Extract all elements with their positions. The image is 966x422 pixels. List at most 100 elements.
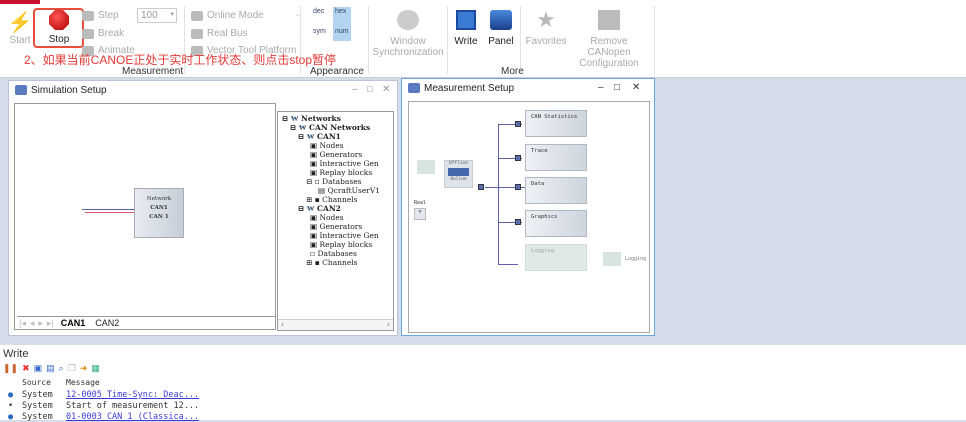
- maximize-button[interactable]: □: [367, 84, 374, 95]
- port: [515, 219, 521, 225]
- start-button[interactable]: ⚡ Start: [6, 10, 34, 46]
- sheet-tabs: |◂◂▸▸| CAN1 CAN2: [17, 316, 275, 329]
- break-button[interactable]: Break: [82, 28, 124, 39]
- first-icon[interactable]: |◂: [19, 317, 26, 328]
- next-icon[interactable]: ▸: [38, 317, 43, 328]
- window-sync-label: Window: [390, 36, 426, 47]
- sym-toggle[interactable]: sym: [313, 28, 326, 35]
- port: [515, 184, 521, 190]
- dec-toggle[interactable]: dec: [313, 8, 325, 15]
- port: [478, 184, 484, 190]
- logging-file-label: Logging: [625, 256, 647, 262]
- real-source[interactable]: »: [414, 208, 426, 220]
- tree-item[interactable]: ⊟ ₩ CAN Networks: [290, 123, 371, 132]
- row-source: System: [22, 412, 53, 422]
- copy-icon[interactable]: ❐: [67, 363, 76, 373]
- block-data[interactable]: Data: [525, 177, 587, 204]
- tree-item[interactable]: ▣ Replay blocks: [310, 168, 373, 177]
- animate-button[interactable]: Animate: [82, 45, 135, 56]
- tab-can1[interactable]: CAN1: [60, 318, 86, 328]
- network-canvas[interactable]: Network CAN1 CAN 1 |◂◂▸▸| CAN1 CAN2: [14, 103, 276, 330]
- minimize-button[interactable]: –: [352, 84, 358, 95]
- tree-item[interactable]: ⊟ ₩ Networks: [282, 114, 341, 123]
- tab-can2[interactable]: CAN2: [95, 318, 120, 328]
- row-source: System: [22, 401, 53, 411]
- row-message: Start of measurement 12...: [66, 401, 200, 411]
- tree-item[interactable]: ⊟ ▫ Databases: [306, 177, 362, 186]
- divider: [654, 6, 655, 74]
- tree-item[interactable]: ▤ QcraftUserV1: [318, 186, 381, 195]
- network-block[interactable]: Network CAN1 CAN 1: [134, 188, 184, 238]
- step-label: Step: [98, 10, 119, 21]
- tree-item[interactable]: ⊞ ▪ Channels: [306, 258, 358, 267]
- remove-canopen-label: Remove CANopen: [587, 36, 631, 58]
- vtp-label: Vector Tool Platform: [207, 45, 297, 56]
- tree-item[interactable]: ▣ Interactive Gen: [310, 231, 379, 240]
- tree-item[interactable]: ⊟ ₩ CAN2: [298, 204, 341, 213]
- block-trace[interactable]: Trace: [525, 144, 587, 171]
- last-icon[interactable]: ▸|: [46, 317, 54, 328]
- tree-item[interactable]: ▣ Replay blocks: [310, 240, 373, 249]
- delete-page-icon[interactable]: ▤: [46, 363, 55, 373]
- tree-item[interactable]: ⊞ ▪ Channels: [306, 195, 358, 204]
- real-bus-icon: [191, 28, 203, 39]
- stop-button[interactable]: Stop: [35, 10, 83, 45]
- block-can-statistics[interactable]: CAN Statistics: [525, 110, 587, 137]
- real-bus-button[interactable]: Real Bus·: [191, 28, 302, 39]
- write-button[interactable]: Write: [452, 10, 480, 47]
- app-tab[interactable]: [0, 0, 40, 4]
- clear-all-icon[interactable]: ▣: [33, 363, 43, 373]
- panel-label: Panel: [488, 36, 514, 47]
- bus-line: [82, 209, 134, 210]
- tree-item[interactable]: ▣ Nodes: [310, 141, 344, 150]
- close-button[interactable]: ✕: [382, 84, 391, 95]
- measurement-canvas[interactable]: CAN Statistics Trace Data Graphics Loggi…: [408, 101, 650, 333]
- tree-item[interactable]: ▫ Databases: [310, 249, 357, 258]
- close-button[interactable]: ✕: [632, 82, 641, 93]
- panel-button[interactable]: Panel: [486, 10, 516, 47]
- minimize-button[interactable]: –: [598, 82, 604, 93]
- tree-item[interactable]: ▣ Nodes: [310, 213, 344, 222]
- row-message[interactable]: 01-0003 CAN 1 (Classica...: [66, 412, 200, 422]
- port: [515, 155, 521, 161]
- animate-icon: [82, 45, 94, 56]
- row-message[interactable]: 12-0005 Time-Sync: Deac...: [66, 390, 200, 400]
- star-icon: ★: [536, 7, 556, 32]
- tree-item[interactable]: ⊟ ₩ CAN1: [298, 132, 341, 141]
- pause-icon[interactable]: ❚❚: [3, 363, 19, 373]
- step-button[interactable]: Step: [82, 10, 119, 21]
- vector-tool-platform-button[interactable]: Vector Tool Platform: [191, 45, 296, 56]
- block-graphics[interactable]: Graphics: [525, 210, 587, 237]
- num-toggle[interactable]: num: [335, 28, 349, 35]
- online-mode-button[interactable]: Online Mode·: [191, 10, 299, 21]
- find-icon[interactable]: ⌕: [58, 363, 64, 373]
- block-logging[interactable]: Logging: [525, 244, 587, 271]
- prev-icon[interactable]: ◂: [29, 317, 35, 328]
- simulation-icon: [15, 85, 27, 95]
- info-icon: ●: [8, 390, 14, 400]
- step-count-select[interactable]: 100▾: [137, 8, 177, 23]
- message-header[interactable]: Message: [66, 378, 100, 387]
- connector: [498, 222, 522, 223]
- tree-item[interactable]: ▣ Generators: [310, 150, 363, 159]
- horizontal-scrollbar[interactable]: ‹›: [278, 319, 393, 330]
- bus-line: [85, 212, 134, 213]
- favorites-button[interactable]: ★Favorites: [524, 7, 568, 48]
- options-icon[interactable]: ▦: [91, 363, 100, 373]
- window-sync-icon: [397, 10, 419, 30]
- tree-item[interactable]: ▣ Interactive Gen: [310, 159, 379, 168]
- source-header[interactable]: Source: [22, 378, 51, 387]
- more-group-label: More: [501, 66, 524, 77]
- hex-toggle[interactable]: hex: [335, 8, 347, 15]
- online-mode-label: Online Mode: [207, 10, 264, 21]
- tree-item[interactable]: ▣ Generators: [310, 222, 363, 231]
- export-icon[interactable]: ➜: [79, 363, 88, 373]
- maximize-button[interactable]: □: [614, 82, 621, 93]
- clear-icon[interactable]: ✖: [22, 363, 30, 373]
